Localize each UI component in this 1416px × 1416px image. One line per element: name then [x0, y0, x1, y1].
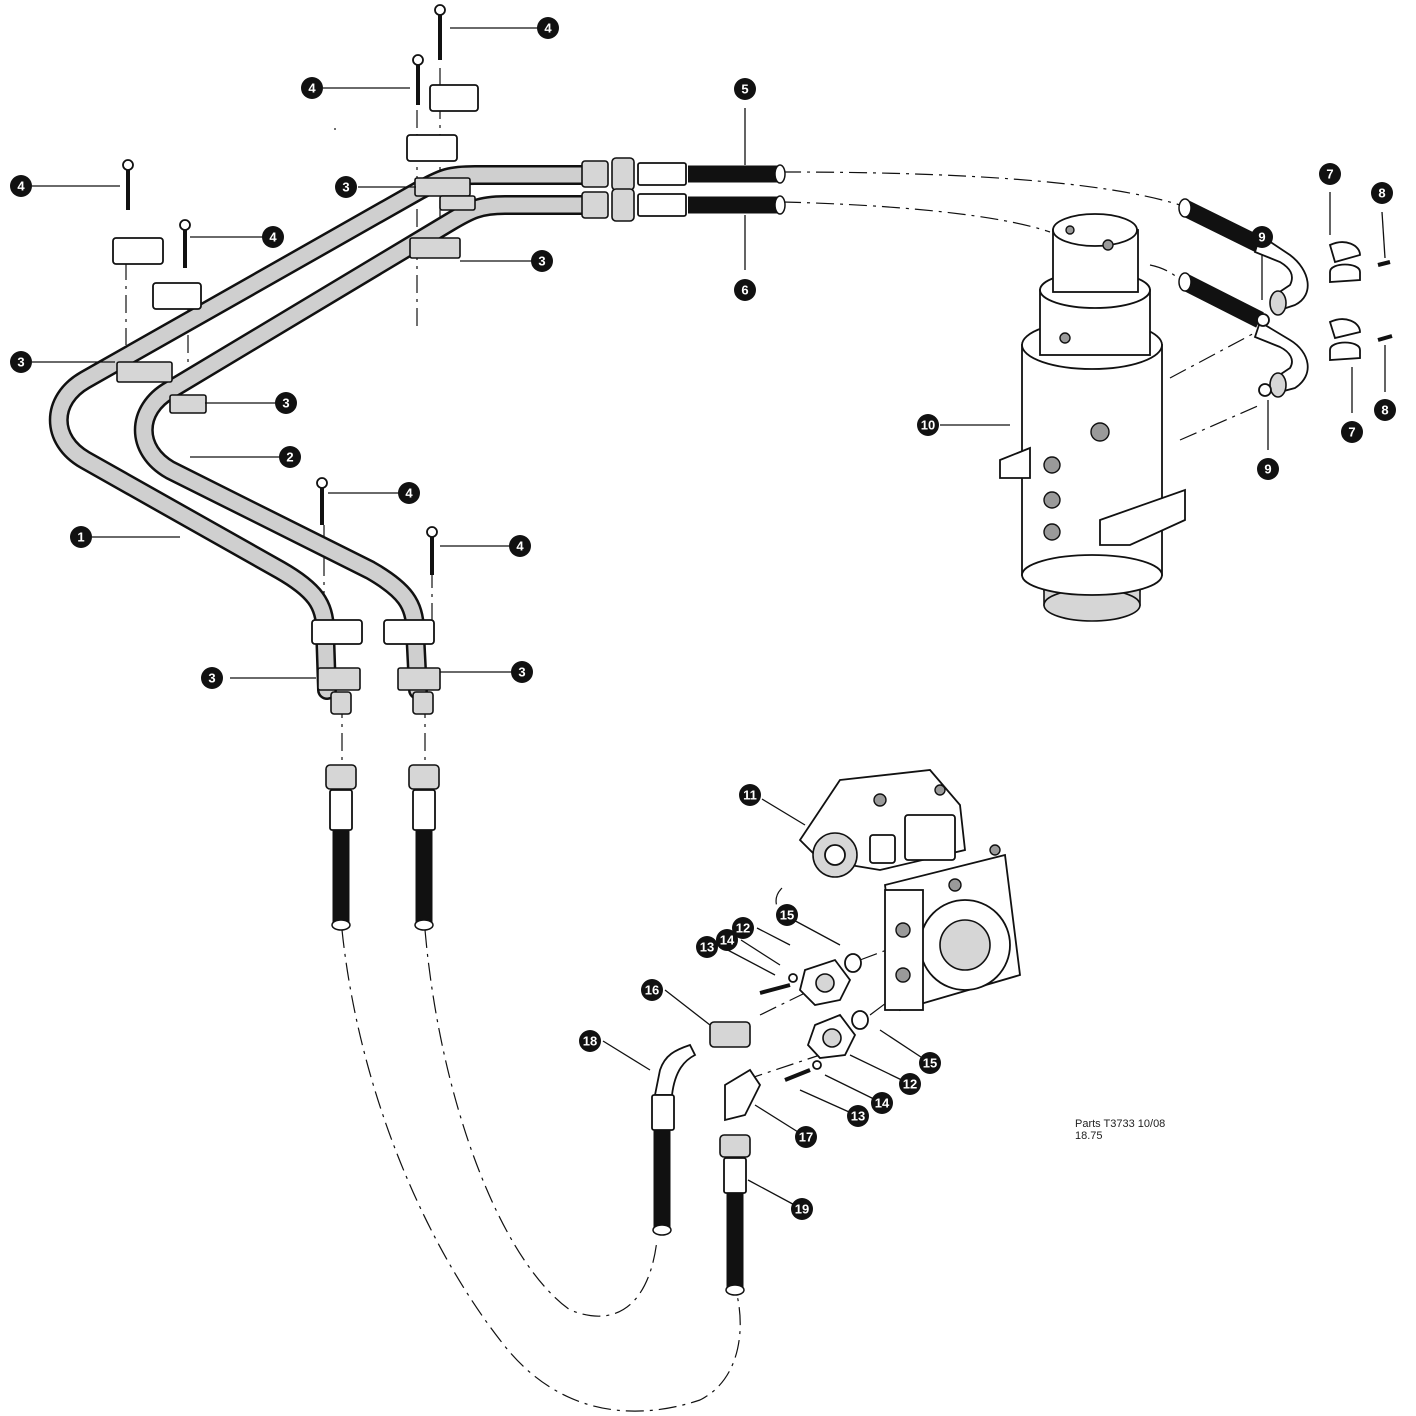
left-hose-assemblies	[325, 764, 440, 931]
callout-5: 5	[734, 78, 756, 100]
svg-text:4: 4	[544, 21, 552, 36]
svg-text:18: 18	[583, 1034, 597, 1049]
svg-text:13: 13	[851, 1109, 865, 1124]
callout-12-top: 12	[732, 917, 754, 939]
svg-text:6: 6	[741, 283, 748, 298]
callout-3-top-b: 3	[531, 250, 553, 272]
callout-9-top: 9	[1251, 226, 1273, 248]
svg-text:10: 10	[921, 418, 935, 433]
callout-3-top-a: 3	[335, 176, 357, 198]
callout-15-top: 15	[776, 904, 798, 926]
svg-text:13: 13	[700, 940, 714, 955]
svg-text:2: 2	[286, 450, 293, 465]
callout-13-bottom: 13	[847, 1105, 869, 1127]
svg-text:8: 8	[1381, 403, 1388, 418]
svg-text:7: 7	[1326, 167, 1333, 182]
rotary-swivel-unit	[999, 213, 1186, 622]
callout-15-bottom: 15	[919, 1052, 941, 1074]
callout-12-bottom: 12	[899, 1073, 921, 1095]
reference-line-1: Parts T3733 10/08	[1075, 1118, 1165, 1130]
svg-text:3: 3	[208, 671, 215, 686]
leader-lines	[32, 27, 1386, 1210]
callout-3-left-a: 3	[10, 351, 32, 373]
svg-text:12: 12	[736, 921, 750, 936]
svg-text:3: 3	[17, 355, 24, 370]
callout-19: 19	[791, 1198, 813, 1220]
svg-text:3: 3	[538, 254, 545, 269]
svg-text:15: 15	[780, 908, 794, 923]
svg-text:4: 4	[405, 486, 413, 501]
svg-text:1: 1	[77, 530, 84, 545]
callout-17: 17	[795, 1126, 817, 1148]
callout-1: 1	[70, 526, 92, 548]
svg-text:19: 19	[795, 1202, 809, 1217]
svg-text:15: 15	[923, 1056, 937, 1071]
callout-14-bottom: 14	[871, 1092, 893, 1114]
callout-18: 18	[579, 1030, 601, 1052]
callout-6: 6	[734, 279, 756, 301]
upper-hose-fittings	[581, 157, 786, 222]
svg-text:11: 11	[743, 788, 757, 803]
pump-fittings	[651, 953, 869, 1296]
svg-text:5: 5	[741, 82, 748, 97]
svg-text:4: 4	[516, 539, 524, 554]
svg-text:9: 9	[1258, 230, 1265, 245]
svg-text:4: 4	[308, 81, 316, 96]
callout-4-top-a: 4	[537, 17, 559, 39]
svg-text:3: 3	[518, 665, 525, 680]
callout-4-bottom-a: 4	[398, 482, 420, 504]
callout-3-bottom-a: 3	[201, 667, 223, 689]
right-hose-assemblies	[1178, 198, 1309, 398]
callout-7-top: 7	[1319, 163, 1341, 185]
lower-clamp-group	[311, 477, 441, 715]
callout-8-top: 8	[1371, 182, 1393, 204]
svg-text:16: 16	[645, 983, 659, 998]
svg-text:4: 4	[269, 230, 277, 245]
callout-4-bottom-b: 4	[509, 535, 531, 557]
callout-7-bottom: 7	[1341, 421, 1363, 443]
callout-4-left-b: 4	[262, 226, 284, 248]
svg-text:3: 3	[282, 396, 289, 411]
svg-text:7: 7	[1348, 425, 1355, 440]
svg-text:8: 8	[1378, 186, 1385, 201]
callout-4-left-a: 4	[10, 175, 32, 197]
hydraulic-pump	[798, 769, 1021, 1012]
svg-text:3: 3	[342, 180, 349, 195]
svg-text:14: 14	[875, 1096, 890, 1111]
callout-13-top: 13	[696, 936, 718, 958]
callout-2: 2	[279, 446, 301, 468]
left-clamp-group	[112, 159, 207, 414]
reference-line-2: 18.75	[1075, 1130, 1103, 1142]
svg-text:17: 17	[799, 1130, 813, 1145]
callout-11: 11	[739, 784, 761, 806]
svg-text:14: 14	[720, 933, 735, 948]
upper-clamp-group	[406, 4, 479, 259]
callout-14-top: 14	[716, 929, 738, 951]
callout-8-bottom: 8	[1374, 399, 1396, 421]
callout-3-bottom-b: 3	[511, 661, 533, 683]
callout-3-left-b: 3	[275, 392, 297, 414]
pipe-2	[133, 195, 600, 700]
callout-4-top-b: 4	[301, 77, 323, 99]
svg-text:9: 9	[1264, 462, 1271, 477]
callout-16: 16	[641, 979, 663, 1001]
svg-text:4: 4	[17, 179, 25, 194]
split-flange-halves	[1328, 241, 1393, 361]
callout-10: 10	[917, 414, 939, 436]
callout-9-bottom: 9	[1257, 458, 1279, 480]
svg-text:12: 12	[903, 1077, 917, 1092]
